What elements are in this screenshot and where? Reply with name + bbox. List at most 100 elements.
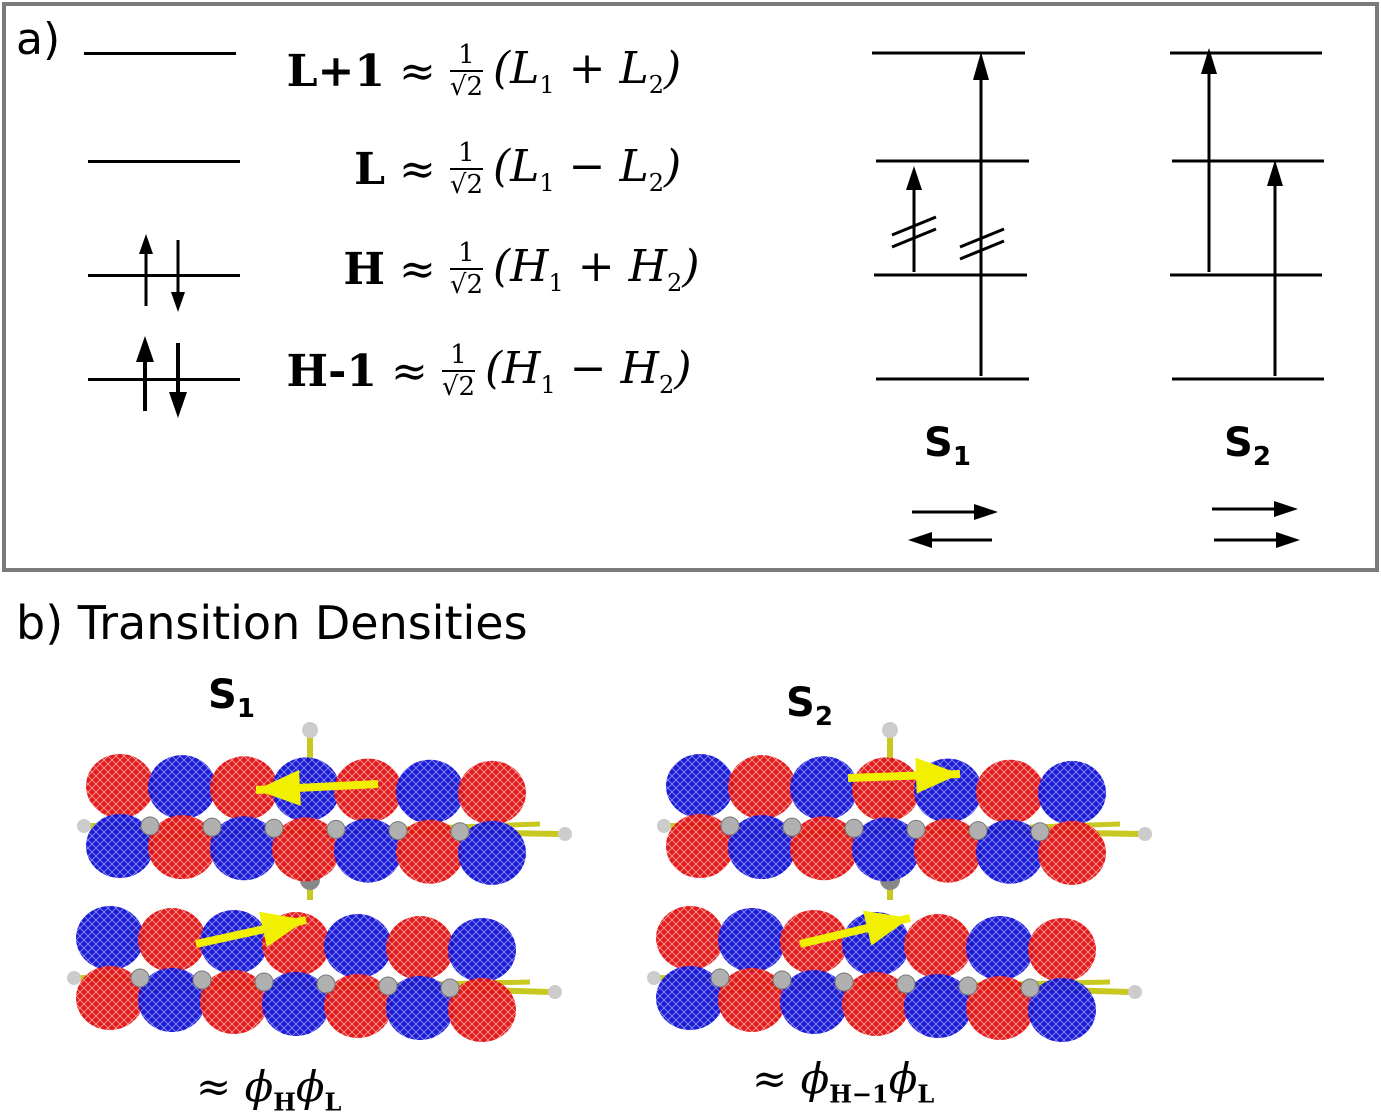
positive-lobe xyxy=(210,756,278,821)
atom xyxy=(450,822,470,842)
atom xyxy=(647,971,661,985)
panel-a: a) xyxy=(2,2,1379,572)
fraction: 1√2 xyxy=(449,238,483,300)
atom xyxy=(906,819,926,839)
dipole-arrow-icon xyxy=(256,769,301,806)
atom xyxy=(1030,822,1050,842)
atom xyxy=(316,974,336,994)
formula-l-plus-1: L+1 ≈ 1√2 (L1 + L2) xyxy=(270,40,682,102)
positive-lobe xyxy=(448,978,516,1042)
s1-label-b: S1 xyxy=(208,672,255,724)
positive-lobe xyxy=(966,976,1034,1040)
atom xyxy=(782,817,802,837)
positive-lobe xyxy=(324,974,392,1038)
atom xyxy=(844,818,864,838)
positive-lobe xyxy=(666,814,734,878)
s2-label-b: S2 xyxy=(786,680,833,732)
negative-lobe xyxy=(780,970,848,1034)
s2-label-a: S2 xyxy=(1224,420,1271,472)
positive-lobe xyxy=(842,972,910,1036)
positive-lobe xyxy=(914,818,982,883)
atom xyxy=(130,968,150,988)
negative-lobe xyxy=(904,974,972,1038)
atom xyxy=(254,972,274,992)
atom xyxy=(720,816,740,836)
formula-h: H ≈ 1√2 (H1 + H2) xyxy=(270,240,699,298)
orbital-expression: (L1 − L2) xyxy=(492,141,682,197)
negative-lobe xyxy=(666,754,734,818)
atom xyxy=(772,970,792,990)
atom xyxy=(1020,978,1040,998)
break-mark xyxy=(959,239,1005,261)
atom xyxy=(558,827,572,841)
atom xyxy=(968,821,988,841)
orbital-name: H xyxy=(343,243,385,295)
fraction: 1√2 xyxy=(441,340,475,402)
positive-lobe xyxy=(852,757,920,822)
negative-lobe xyxy=(86,814,154,878)
negative-lobe xyxy=(396,759,464,824)
atom xyxy=(548,985,562,999)
negative-lobe xyxy=(728,815,796,880)
orbital-name: L+1 xyxy=(286,45,385,97)
negative-lobe xyxy=(210,816,278,881)
spin-up-arrow-icon xyxy=(139,234,153,306)
dipole-arrow-icon xyxy=(259,911,306,947)
dipole-arrow-icon xyxy=(863,910,910,946)
atom xyxy=(378,976,398,996)
negative-lobe xyxy=(976,819,1044,884)
s2-approximation: ≈ ϕH−1ϕL xyxy=(752,1054,935,1109)
positive-lobe xyxy=(334,758,402,823)
level-h xyxy=(88,274,240,277)
panel-a-label: a) xyxy=(16,14,61,65)
break-mark xyxy=(891,215,937,237)
fraction: 1√2 xyxy=(449,40,483,102)
atom xyxy=(710,968,730,988)
positive-lobe xyxy=(272,817,340,882)
formula-l: L ≈ 1√2 (L1 − L2) xyxy=(270,140,681,198)
orbital-name: L xyxy=(354,143,385,195)
negative-lobe xyxy=(334,818,402,883)
negative-lobe xyxy=(138,968,206,1032)
negative-lobe xyxy=(200,910,268,974)
atom xyxy=(1138,827,1152,841)
positive-lobe xyxy=(976,759,1044,824)
electron-spins xyxy=(136,234,187,418)
atom xyxy=(834,972,854,992)
positive-lobe xyxy=(396,819,464,884)
formula-h-minus-1: H-1 ≈ 1√2 (H1 − H2) xyxy=(262,340,692,402)
panel-b-title: b) Transition Densities xyxy=(16,596,528,650)
orbital-expression: (H1 + H2) xyxy=(492,241,700,297)
positive-lobe xyxy=(1038,820,1106,885)
positive-lobe xyxy=(200,970,268,1034)
positive-lobe xyxy=(904,914,972,978)
negative-lobe xyxy=(790,756,858,821)
spin-down-arrow-icon xyxy=(171,240,185,312)
break-mark xyxy=(891,227,937,249)
break-mark xyxy=(959,227,1005,249)
atom xyxy=(958,976,978,996)
atom xyxy=(67,971,81,985)
negative-lobe xyxy=(262,972,330,1036)
approx-symbol: ≈ xyxy=(399,243,436,295)
negative-lobe xyxy=(386,976,454,1040)
atom xyxy=(77,819,91,833)
spin-down-arrow-icon xyxy=(169,343,187,418)
level-l-plus-1 xyxy=(84,52,236,55)
atom xyxy=(140,816,160,836)
excitation-diagrams xyxy=(872,48,1324,548)
atom xyxy=(440,978,460,998)
positive-lobe xyxy=(148,815,216,880)
positive-lobe xyxy=(76,966,144,1030)
atom xyxy=(896,974,916,994)
negative-lobe xyxy=(718,908,786,972)
negative-lobe xyxy=(656,966,724,1030)
dipole-arrow-icon xyxy=(915,757,960,794)
approx-symbol: ≈ xyxy=(391,345,428,397)
atom xyxy=(657,819,671,833)
atom xyxy=(202,817,222,837)
positive-lobe xyxy=(728,755,796,820)
atom xyxy=(388,821,408,841)
s2-transition-density xyxy=(647,722,1152,1042)
